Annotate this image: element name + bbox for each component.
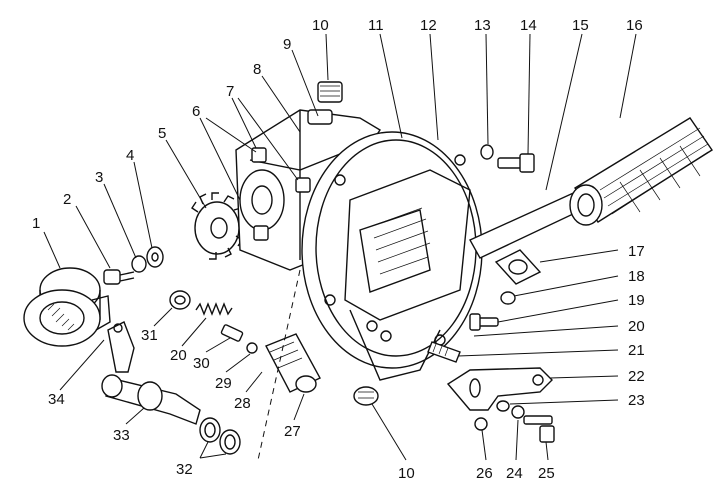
callout-1: 1 — [32, 215, 40, 232]
part-drive-shaft-33 — [101, 374, 201, 425]
callout-10-top: 10 — [312, 17, 329, 34]
callout-25: 25 — [538, 465, 555, 482]
callout-24: 24 — [506, 465, 523, 482]
part-flange-plate — [301, 131, 483, 381]
callout-34: 34 — [48, 391, 65, 408]
callout-5: 5 — [158, 125, 166, 142]
part-bolt-14 — [497, 153, 535, 173]
callout-12: 12 — [420, 17, 437, 34]
part-washer-13 — [480, 144, 494, 160]
part-small-bolt — [103, 269, 135, 285]
callout-10-bottom: 10 — [398, 465, 415, 482]
callout-2: 2 — [63, 191, 71, 208]
callout-20-right: 20 — [628, 318, 645, 335]
callout-26: 26 — [476, 465, 493, 482]
part-lever-34 — [107, 321, 135, 373]
callout-28: 28 — [234, 395, 251, 412]
part-valve-body-27 — [265, 333, 321, 393]
part-coupling-sleeve — [23, 267, 111, 347]
callout-3: 3 — [95, 169, 103, 186]
callout-18: 18 — [628, 268, 645, 285]
callout-14: 14 — [520, 17, 537, 34]
callout-30: 30 — [193, 355, 210, 372]
part-filter-screen — [569, 117, 713, 226]
callout-11: 11 — [368, 17, 384, 34]
part-lower-plug — [353, 386, 379, 406]
part-cap-31 — [169, 290, 191, 310]
callout-13: 13 — [474, 17, 491, 34]
callout-8: 8 — [253, 61, 261, 78]
callout-27: 27 — [284, 423, 301, 440]
callout-19: 19 — [628, 292, 645, 309]
callout-4: 4 — [126, 147, 134, 164]
callout-33: 33 — [113, 427, 130, 444]
callout-17: 17 — [628, 243, 645, 260]
callout-23: 23 — [628, 392, 645, 409]
callout-7: 7 — [226, 83, 234, 100]
part-washers-23-24-26 — [474, 400, 525, 431]
part-gasket-18 — [500, 291, 516, 305]
part-spring-20 — [195, 302, 233, 316]
callout-9: 9 — [283, 36, 291, 53]
callout-32: 32 — [176, 461, 193, 478]
callout-labels: 1 2 3 4 5 6 7 8 9 10 11 12 13 14 15 16 1… — [32, 17, 645, 482]
part-bolt-25 — [523, 415, 555, 443]
part-plunger-30 — [220, 324, 244, 342]
part-top-plug — [317, 81, 343, 103]
part-tube-flange — [494, 249, 542, 285]
part-o-rings-32 — [199, 417, 241, 455]
part-pinion-gear — [191, 192, 246, 260]
callout-29: 29 — [215, 375, 232, 392]
leader-lines — [43, 33, 637, 461]
callout-21: 21 — [628, 342, 645, 359]
callout-22: 22 — [628, 368, 645, 385]
callout-6: 6 — [192, 103, 200, 120]
part-bolt-19 — [469, 313, 499, 331]
callout-20-left: 20 — [170, 347, 187, 364]
callout-15: 15 — [572, 17, 589, 34]
part-ball-29 — [246, 342, 258, 354]
part-washers — [131, 246, 164, 273]
callout-31: 31 — [141, 327, 158, 344]
callout-16: 16 — [626, 17, 643, 34]
part-bracket-22 — [446, 367, 553, 411]
part-stud-21 — [427, 341, 461, 363]
